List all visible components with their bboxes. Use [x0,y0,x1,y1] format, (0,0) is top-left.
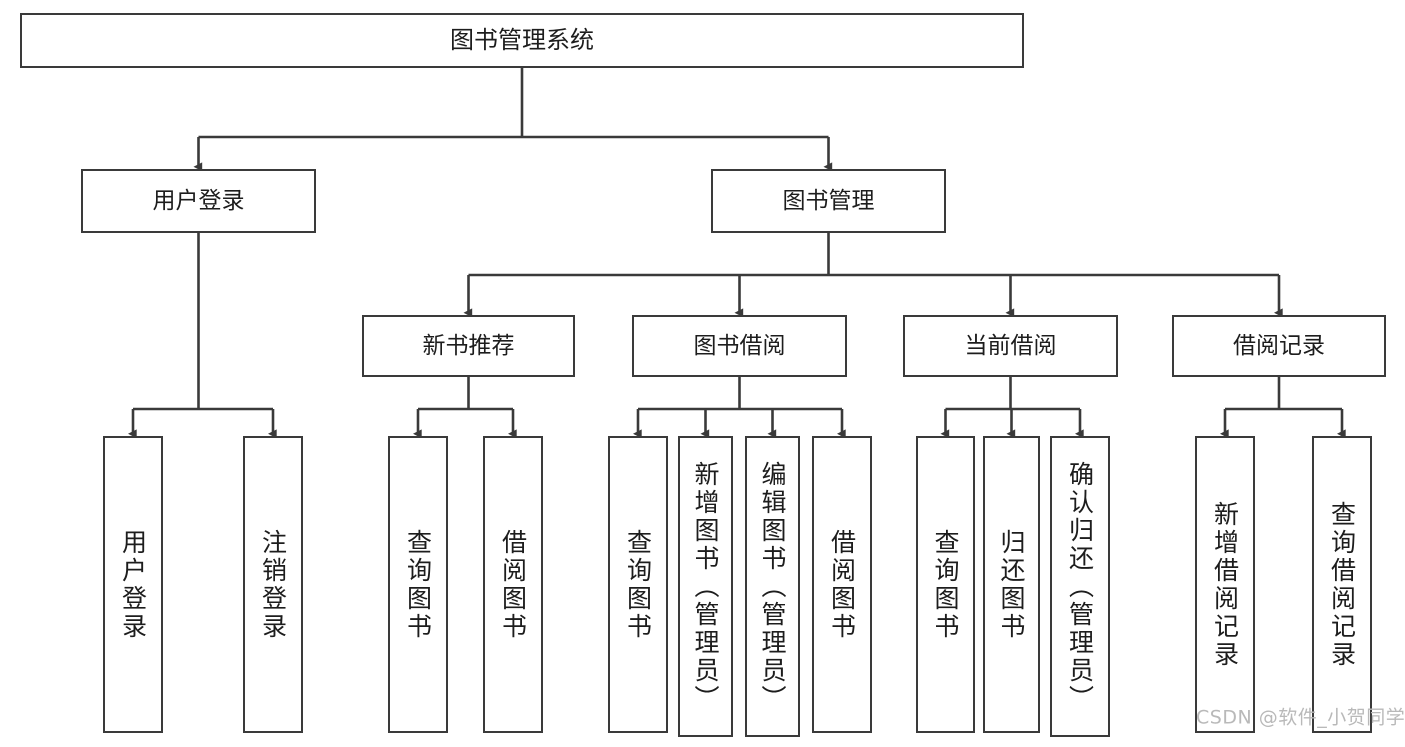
node-new-book-recommend[interactable]: 新书推荐 [362,315,575,377]
node-user-login[interactable]: 用户登录 [81,169,316,233]
node-leaf-edit-book[interactable]: 编辑图书（管理员） [745,436,800,737]
node-leaf-borrow-book-1[interactable]: 借阅图书 [483,436,543,733]
node-leaf-logout[interactable]: 注销登录 [243,436,303,733]
node-label: 查询图书 [403,528,433,641]
node-leaf-user-login[interactable]: 用户登录 [103,436,163,733]
csdn-watermark: CSDN @软件_小贺同学 [1196,706,1405,729]
node-leaf-borrow-book-2[interactable]: 借阅图书 [812,436,872,733]
node-book-manage[interactable]: 图书管理 [711,169,946,233]
node-leaf-query-book-1[interactable]: 查询图书 [388,436,448,733]
node-label: 借阅图书 [498,528,528,641]
node-label: 图书管理系统 [450,25,594,54]
node-label: 图书管理 [782,187,875,214]
node-label: 新书推荐 [422,332,515,359]
node-label: 注销登录 [258,528,288,641]
node-leaf-query-book-3[interactable]: 查询图书 [916,436,975,733]
node-root[interactable]: 图书管理系统 [20,13,1024,68]
node-book-borrow[interactable]: 图书借阅 [632,315,847,377]
node-current-borrow[interactable]: 当前借阅 [903,315,1118,377]
node-label: 查询借阅记录 [1327,500,1357,669]
node-label: 确认归还（管理员） [1065,460,1095,713]
node-label: 借阅记录 [1233,332,1325,359]
node-leaf-return-book[interactable]: 归还图书 [983,436,1040,733]
node-label: 编辑图书（管理员） [758,460,787,713]
node-leaf-add-book[interactable]: 新增图书（管理员） [678,436,733,737]
node-leaf-add-record[interactable]: 新增借阅记录 [1195,436,1255,733]
node-label: 当前借阅 [964,332,1057,359]
node-leaf-query-book-2[interactable]: 查询图书 [608,436,668,733]
node-label: 新增借阅记录 [1210,500,1240,669]
node-label: 查询图书 [931,528,960,641]
node-leaf-confirm-return[interactable]: 确认归还（管理员） [1050,436,1110,737]
node-label: 查询图书 [623,528,653,641]
node-label: 用户登录 [152,187,245,214]
node-borrow-record[interactable]: 借阅记录 [1172,315,1386,377]
node-label: 借阅图书 [827,528,857,641]
node-label: 新增图书（管理员） [691,460,720,713]
node-label: 归还图书 [997,528,1026,641]
node-label: 用户登录 [118,528,148,641]
node-label: 图书借阅 [693,332,786,359]
node-leaf-query-record[interactable]: 查询借阅记录 [1312,436,1372,733]
